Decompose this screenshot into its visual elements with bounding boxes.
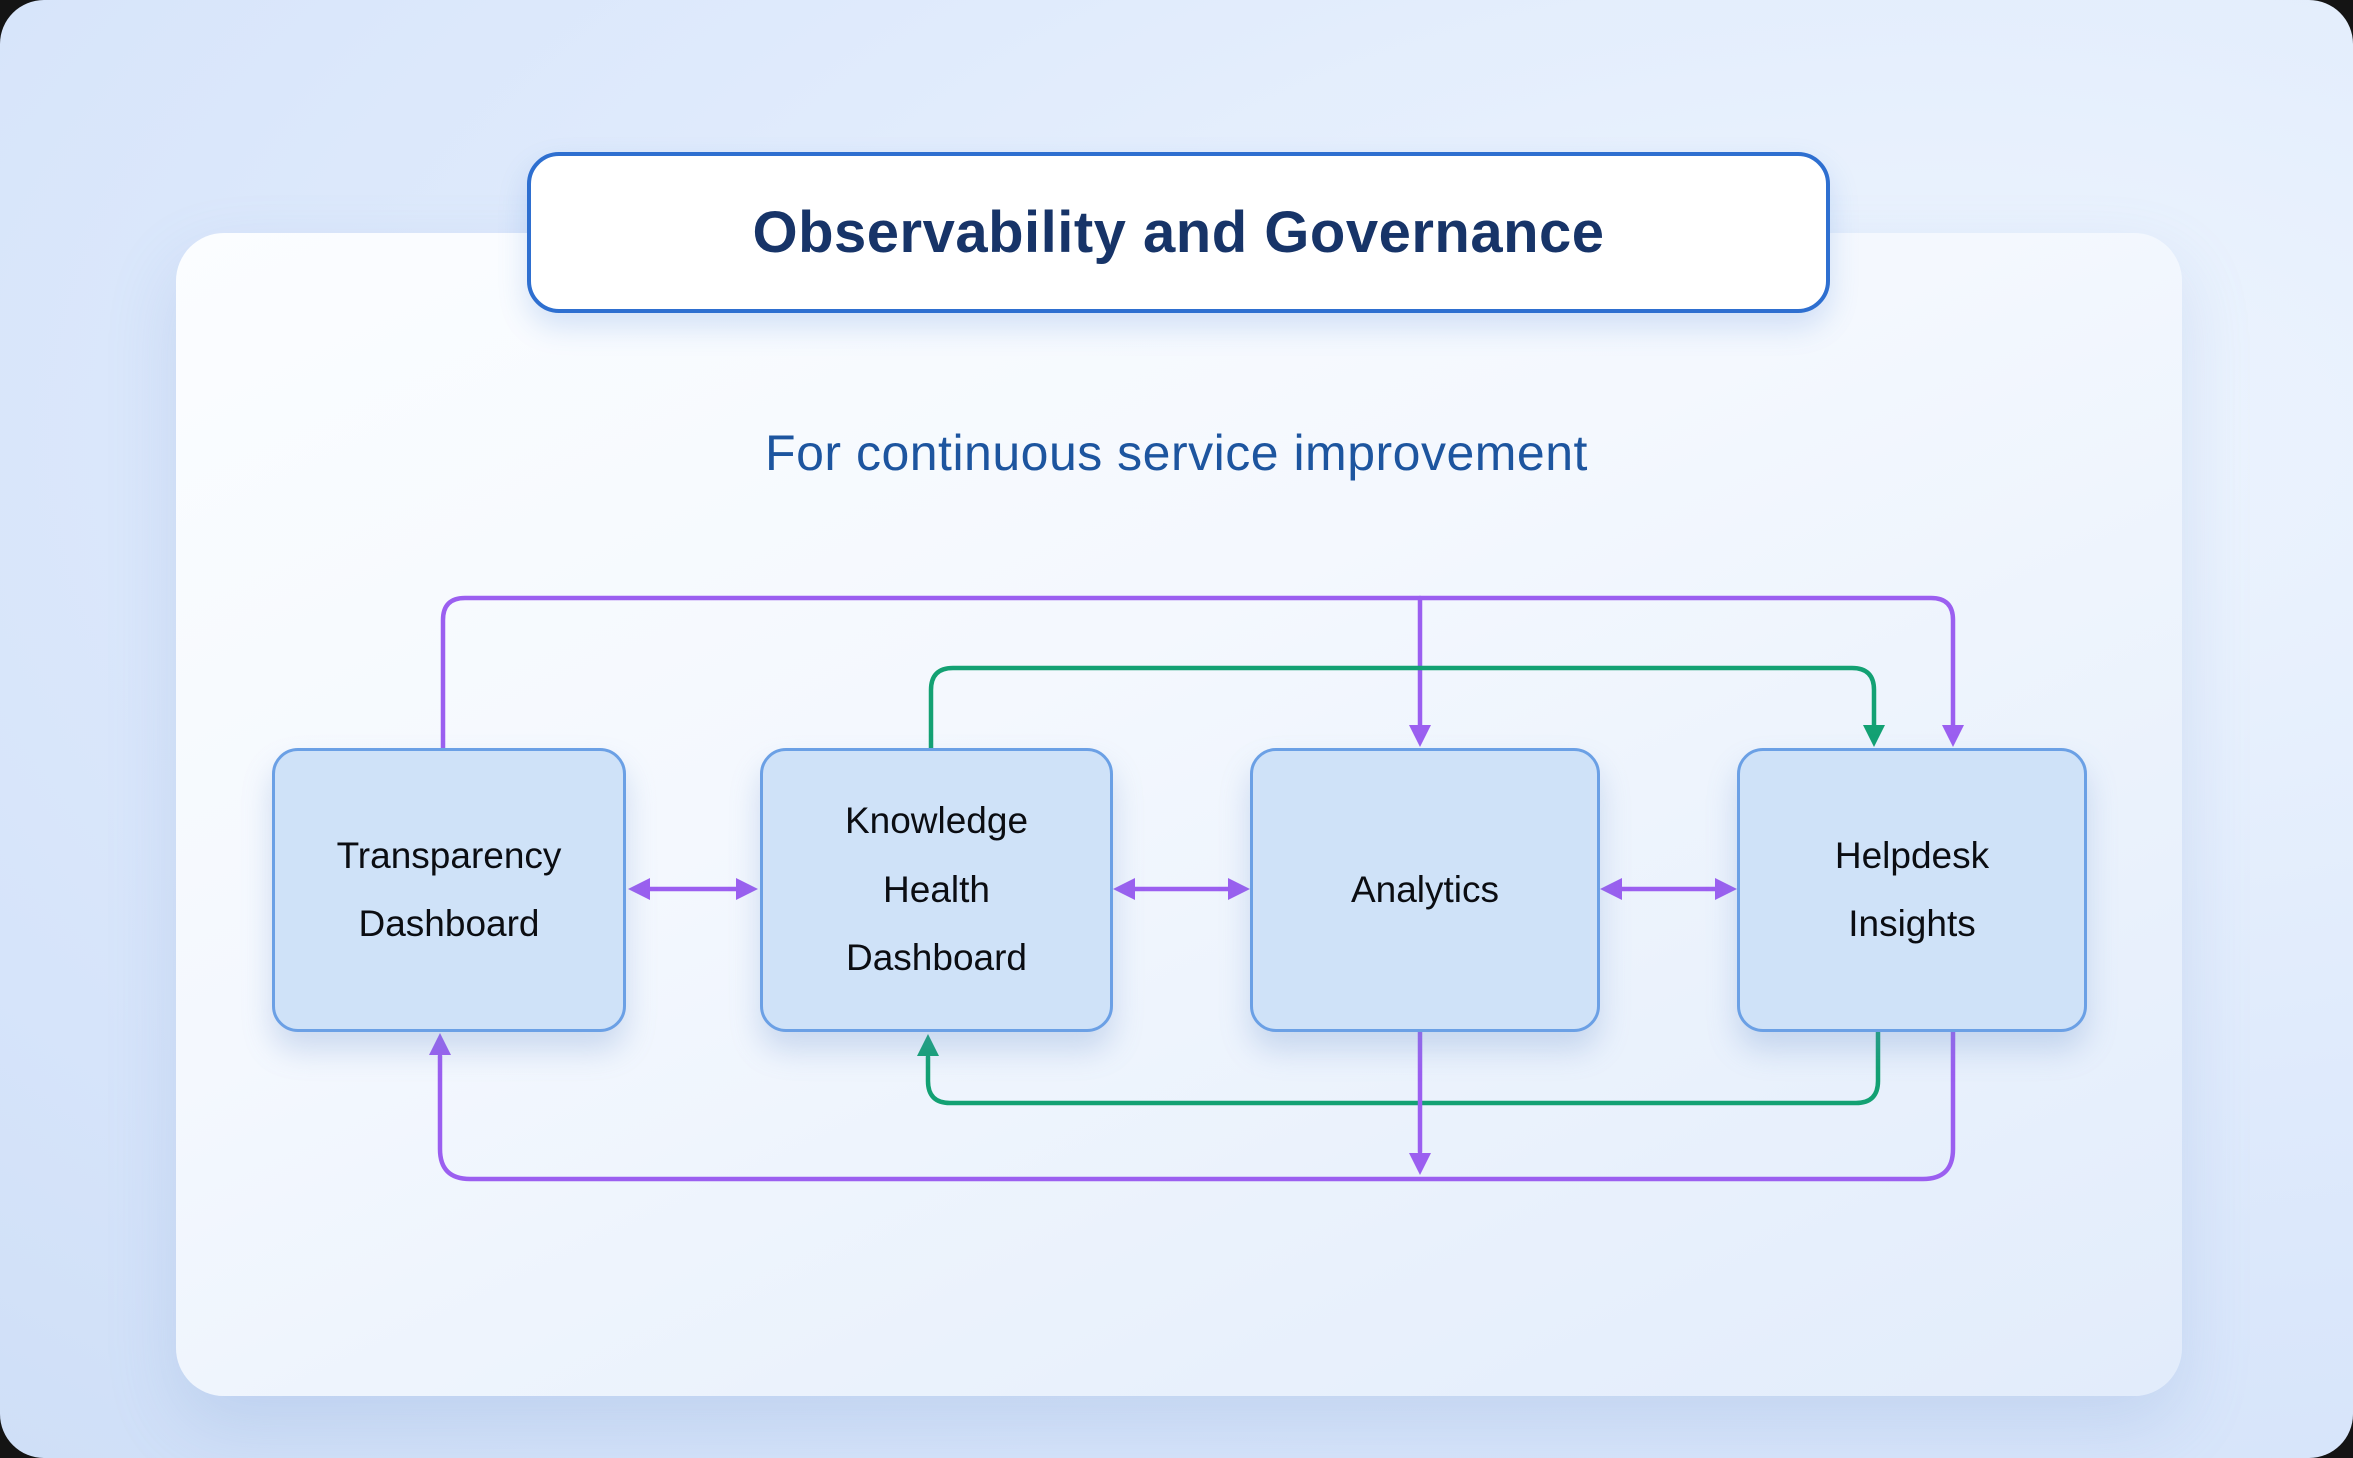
node-label: Knowledge Health Dashboard (844, 800, 1029, 979)
title-pill: Observability and Governance (527, 152, 1830, 313)
node-label: Analytics (1350, 868, 1500, 910)
node-analytics: Analytics (1250, 748, 1600, 1032)
page-subtitle: For continuous service improvement (765, 425, 1588, 481)
node-transparency-dashboard: Transparency Dashboard (272, 748, 626, 1032)
node-knowledge-health-dashboard: Knowledge Health Dashboard (760, 748, 1113, 1032)
page-title: Observability and Governance (752, 200, 1605, 265)
node-label: Helpdesk Insights (1834, 834, 1990, 944)
node-helpdesk-insights: Helpdesk Insights (1737, 748, 2087, 1032)
node-label: Transparency Dashboard (336, 834, 562, 944)
subtitle-row: For continuous service improvement (0, 424, 2353, 482)
